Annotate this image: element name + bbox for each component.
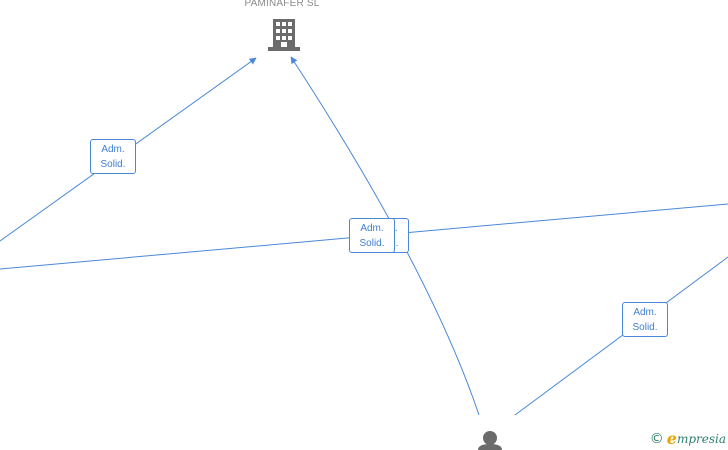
edge-label-line2: Solid. xyxy=(100,159,126,170)
edge-label-line2: Solid. xyxy=(632,322,658,333)
company-name[interactable]: PAMINAFER SL xyxy=(244,0,320,9)
building-icon[interactable] xyxy=(268,19,300,51)
edge-label-line2: Solid. xyxy=(359,238,385,249)
edge-line-person-to-company xyxy=(290,56,480,416)
brand-initial: e xyxy=(666,429,677,448)
edge-label-line1: Adm. xyxy=(101,144,125,155)
empresia-watermark: © e mpresia xyxy=(650,431,726,447)
edge-label-right[interactable]: Adm. Solid. xyxy=(622,302,668,337)
edge-label-line1: Adm. xyxy=(360,223,384,234)
person-icon[interactable] xyxy=(478,431,502,450)
brand-name: mpresia xyxy=(676,432,726,446)
edge-label-line1: Adm. xyxy=(633,307,657,318)
edge-label-left[interactable]: Adm. Solid. xyxy=(90,139,136,174)
edge-line-person-to-right xyxy=(514,256,728,416)
edge-label-center[interactable]: Adm. Solid. xyxy=(349,218,395,253)
copyright-symbol: © xyxy=(649,431,664,447)
